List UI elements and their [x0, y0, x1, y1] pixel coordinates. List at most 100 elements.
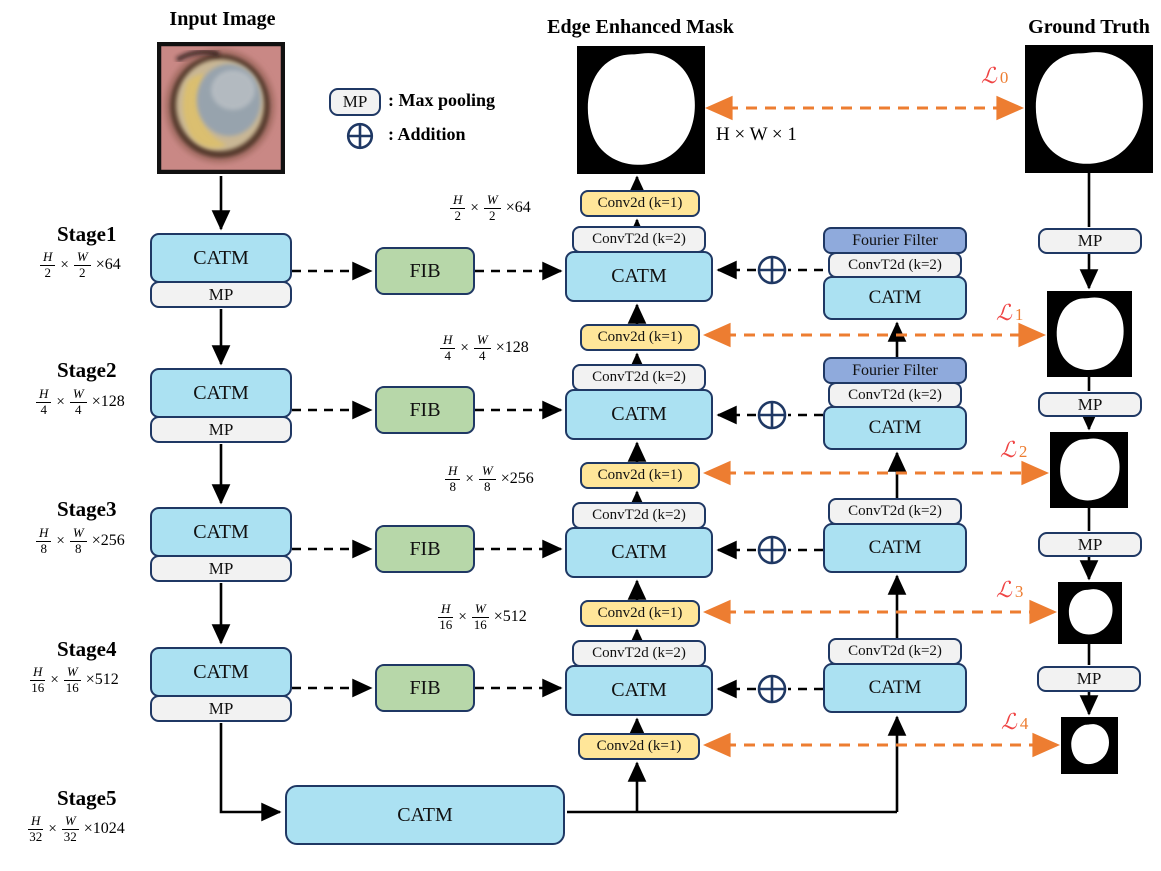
mp-label: MP [208, 419, 234, 439]
dim-numerator: W [69, 386, 87, 403]
dim-denominator: 8 [75, 540, 82, 556]
convt2d-label: ConvT2d (k=2) [848, 503, 942, 519]
dim-denominator: 2 [44, 264, 51, 280]
decoder-catm-3: CATM [565, 527, 713, 578]
dim-channels: ×256 [91, 532, 125, 550]
loss-index: 2 [1018, 442, 1028, 461]
stage1-catm-block: CATM [150, 233, 292, 283]
dim-channels: ×64 [95, 256, 121, 274]
catm-label: CATM [611, 265, 667, 287]
times-sign: × [50, 671, 59, 688]
dim-channels: ×128 [495, 339, 529, 357]
times-sign: × [56, 532, 65, 549]
times-sign: × [60, 256, 69, 273]
gt-mp-0: MP [1038, 228, 1142, 254]
catm-label: CATM [193, 246, 249, 269]
decoder-conv2d-3: Conv2d (k=1) [580, 462, 700, 489]
dim-denominator: 8 [449, 478, 456, 494]
loss-index: 0 [999, 68, 1009, 87]
edge-branch-convt2d-3: ConvT2d (k=2) [828, 498, 962, 525]
dim-denominator: 16 [439, 616, 453, 632]
fib-label: FIB [409, 537, 441, 560]
decoder-convt2d-4: ConvT2d (k=2) [572, 640, 706, 667]
stage4-label: Stage4 [57, 637, 117, 661]
mp-label: MP [208, 558, 234, 578]
convt2d-label: ConvT2d (k=2) [848, 386, 942, 403]
stage3-label: Stage3 [57, 497, 117, 521]
catm-label: CATM [611, 403, 667, 425]
edge-branch-catm-3: CATM [823, 523, 967, 573]
gt-mp-3-label: MP [1076, 669, 1102, 688]
dim-denominator: 2 [454, 207, 461, 223]
dim-numerator: W [61, 813, 79, 830]
ground-truth-image-2 [1050, 432, 1128, 508]
dim-channels: ×256 [500, 470, 534, 488]
catm-label: CATM [868, 287, 922, 308]
loss-symbol: ℒ [996, 300, 1012, 325]
stage3-mp-block: MP [150, 555, 292, 582]
stage1-label: Stage1 [57, 222, 117, 246]
addition-icon-3 [757, 535, 787, 565]
edge-branch-convt2d-2: ConvT2d (k=2) [828, 382, 962, 408]
dim-channels: ×512 [493, 608, 527, 626]
gt-mp-0-label: MP [1077, 231, 1103, 250]
addition-icon-nodes [757, 255, 787, 704]
conv2d-label: Conv2d (k=1) [596, 738, 682, 754]
convt2d-label: ConvT2d (k=2) [592, 645, 686, 661]
ground-truth-image-0 [1025, 45, 1153, 173]
stage2-catm-block: CATM [150, 368, 292, 418]
gt-mp-1-label: MP [1077, 394, 1103, 414]
dim-denominator: 32 [63, 828, 77, 844]
input-image [157, 42, 285, 174]
loss-symbol: ℒ [1000, 437, 1016, 462]
dim-numerator: W [478, 463, 496, 480]
edge-branch-catm-4: CATM [823, 663, 967, 713]
dim-denominator: 32 [29, 828, 43, 844]
legend-mp-chip: MP [329, 88, 381, 116]
catm-label: CATM [397, 803, 453, 826]
dim-numerator: W [63, 664, 81, 681]
convt2d-label: ConvT2d (k=2) [592, 507, 686, 523]
conv2d-label: Conv2d (k=1) [597, 329, 683, 345]
dim-numerator: H [28, 813, 44, 830]
stage5-catm-block: CATM [285, 785, 565, 845]
stage3-catm-block: CATM [150, 507, 292, 557]
gt-mp-1: MP [1038, 392, 1142, 417]
times-sign: × [470, 199, 479, 216]
fourier-label: Fourier Filter [852, 231, 938, 249]
dim-numerator: H [450, 192, 466, 209]
mp-label: MP [208, 284, 234, 304]
dim-numerator: W [473, 332, 491, 349]
convt2d-label: ConvT2d (k=2) [848, 256, 942, 273]
stage5-label: Stage5 [57, 786, 117, 810]
dim-channels: ×1024 [83, 820, 125, 838]
ground-truth-title: Ground Truth [1028, 16, 1150, 38]
fourier-label: Fourier Filter [852, 361, 938, 379]
dim-denominator: 16 [473, 616, 487, 632]
stage1-mp-block: MP [150, 281, 292, 308]
catm-label: CATM [868, 677, 922, 698]
times-sign: × [458, 608, 467, 625]
addition-icon-2 [757, 400, 787, 430]
addition-icon-legend [346, 122, 374, 150]
addition-icon-4 [757, 674, 787, 704]
decoder-convt2d-1: ConvT2d (k=2) [572, 226, 706, 253]
dim-channels: ×512 [85, 671, 119, 689]
conv2d-label: Conv2d (k=1) [597, 467, 683, 483]
catm-label: CATM [193, 520, 249, 543]
legend-addition-text: : Addition [388, 124, 466, 144]
catm-label: CATM [868, 417, 922, 438]
convt2d-label: ConvT2d (k=2) [592, 231, 686, 247]
convt2d-label: ConvT2d (k=2) [848, 643, 942, 659]
